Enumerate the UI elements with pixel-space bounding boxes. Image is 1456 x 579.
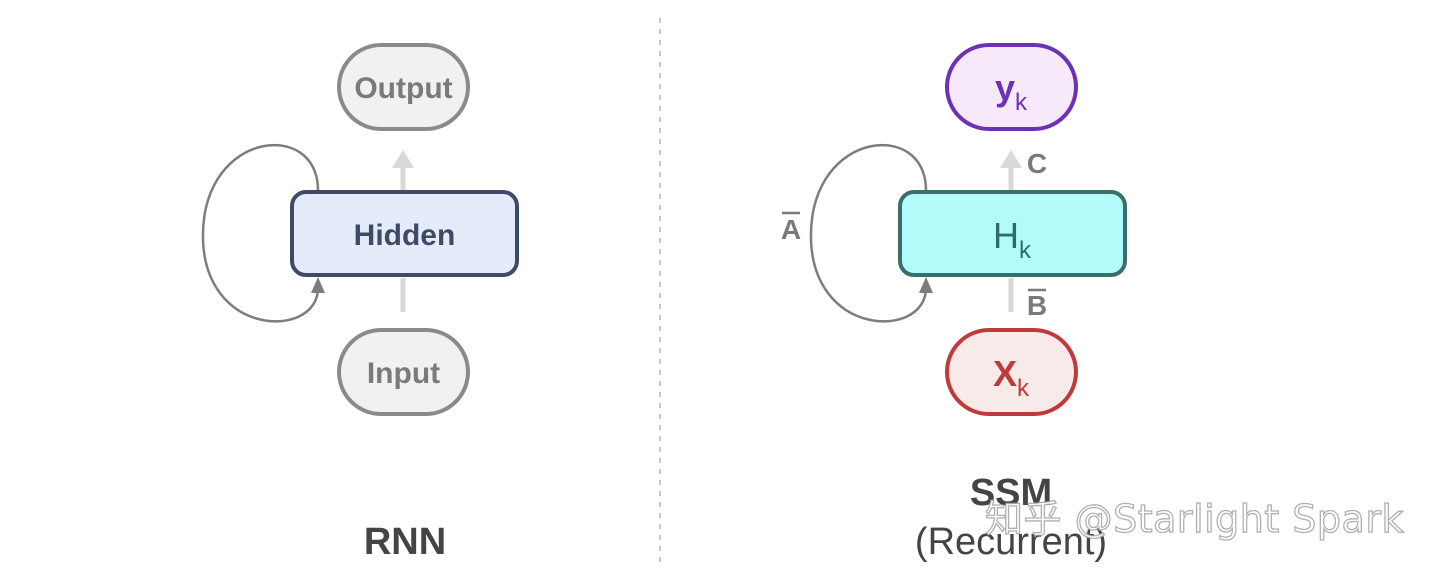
rnn-output-label: Output — [354, 72, 452, 105]
ssm-diagram: C B yk A Hk Xk SSM (Recurrent) — [781, 43, 1127, 563]
rnn-input-node — [337, 328, 470, 416]
ssm-y-subscript: k — [1015, 89, 1028, 116]
ssm-y-text: yk — [995, 67, 1028, 116]
ssm-h-subscript: k — [1019, 237, 1032, 264]
ssm-h-text: Hk — [993, 215, 1032, 264]
ssm-b-label: B — [1027, 290, 1047, 321]
ssm-y-arrowhead — [1000, 150, 1022, 168]
ssm-c-label: C — [1027, 148, 1047, 179]
rnn-hidden-node — [290, 190, 519, 277]
ssm-caption-line1: SSM — [970, 472, 1052, 514]
ssm-loop-arrowhead — [919, 277, 933, 293]
ssm-x-text: Xk — [993, 353, 1030, 402]
rnn-output-arrowhead — [392, 150, 414, 168]
ssm-recurrence-loop — [809, 143, 928, 323]
watermark: 知乎 @Starlight Spark — [984, 496, 1404, 541]
ssm-caption-line2: (Recurrent) — [915, 521, 1107, 563]
ssm-h-label: H — [993, 215, 1019, 256]
rnn-loop-arrowhead — [311, 277, 325, 293]
rnn-caption: RNN — [364, 521, 446, 563]
rnn-diagram: Output Hidden Input RNN — [201, 43, 519, 563]
ssm-x-subscript: k — [1017, 375, 1030, 402]
ssm-a-label: A — [781, 214, 801, 245]
ssm-x-node — [945, 328, 1078, 416]
ssm-y-label: y — [995, 67, 1015, 108]
ssm-y-node — [945, 43, 1078, 131]
ssm-x-label: X — [993, 353, 1017, 394]
rnn-recurrence-loop — [201, 143, 320, 323]
rnn-input-label: Input — [367, 357, 440, 390]
rnn-hidden-label: Hidden — [354, 219, 456, 252]
ssm-h-node — [898, 190, 1127, 277]
rnn-output-node — [337, 43, 470, 131]
